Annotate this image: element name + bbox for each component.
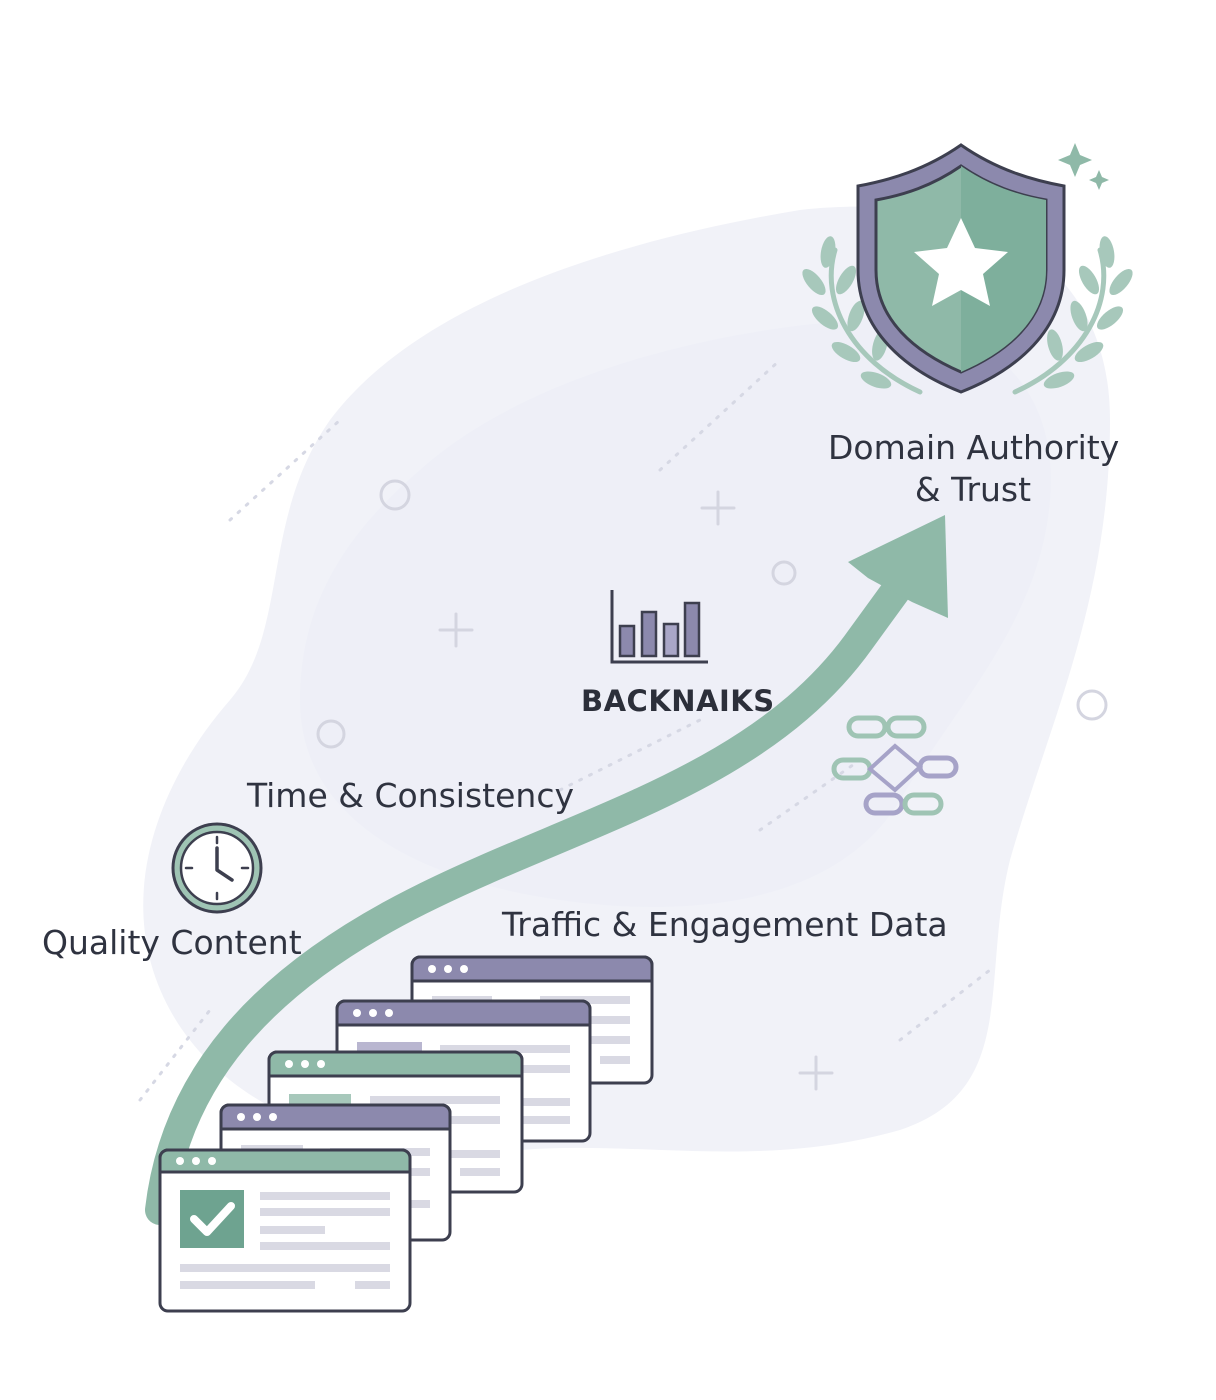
growth-arrow [145, 515, 948, 1225]
checkmark-icon [180, 1190, 244, 1248]
backlinks-label: BACKNAIKS [581, 684, 775, 718]
clock-icon [171, 822, 263, 914]
bar-chart-icon [610, 590, 708, 664]
decor-plus [438, 490, 834, 1091]
shield-star-icon [856, 143, 1066, 394]
domain-authority-label: Domain Authority & Trust [828, 427, 1120, 511]
domain-authority-line1: Domain Authority [828, 428, 1120, 467]
browser-stack [158, 955, 654, 1313]
domain-authority-line2: & Trust [914, 470, 1032, 510]
dotted-lines [138, 358, 992, 1102]
decor-circles [316, 479, 1108, 749]
sparkle-icon [1058, 143, 1109, 190]
browser-window-front [158, 1148, 412, 1313]
laurel-icon [802, 236, 1133, 395]
chain-link-icon [831, 715, 959, 816]
traffic-engagement-label: Traffic & Engagement Data [502, 905, 948, 944]
quality-content-label: Quality Content [42, 923, 302, 962]
time-consistency-label: Time & Consistency [247, 776, 575, 815]
